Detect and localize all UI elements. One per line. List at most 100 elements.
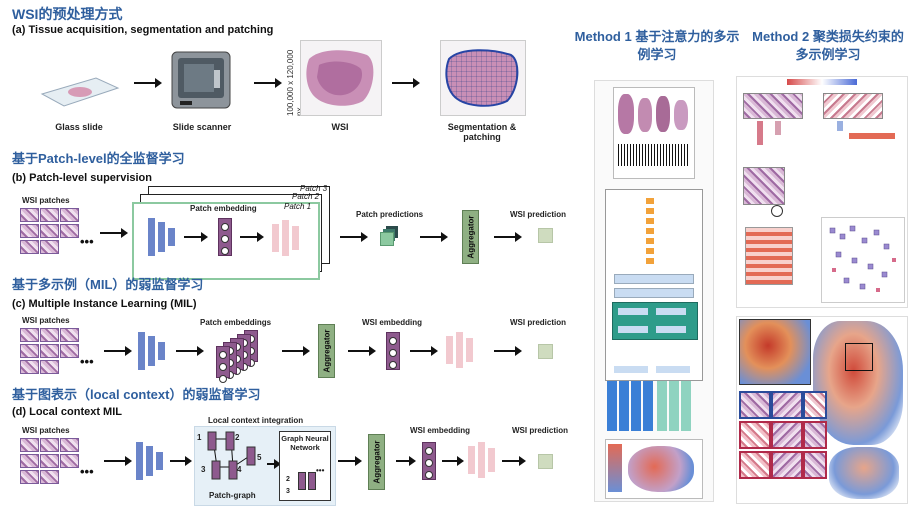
arrow-a2 <box>254 78 282 88</box>
wsi-image <box>300 40 382 116</box>
patch-embeddings-label: Patch embeddings <box>200 318 272 327</box>
patch-graph-diagram <box>207 431 256 480</box>
graph-heading: 基于图表示（local context）的弱监督学习 <box>12 387 261 402</box>
method1-figure <box>594 80 714 502</box>
ellipsis: ••• <box>316 466 325 475</box>
patch-tile <box>20 454 39 468</box>
arrow-c6 <box>494 346 522 356</box>
slide-scanner-label: Slide scanner <box>172 122 232 132</box>
d-wsi-patches-label: WSI patches <box>22 426 70 435</box>
wsi-preprocessing-heading: WSI的预处理方式 <box>12 6 123 22</box>
patch-tile <box>40 470 59 484</box>
patch-tile <box>20 470 39 484</box>
arrow-b2 <box>184 232 208 242</box>
graph-node-label: 3 <box>201 465 206 474</box>
patch-embedding-label: Patch embedding <box>190 204 257 213</box>
classifier-bar <box>488 448 495 472</box>
encoder-bar <box>136 442 143 480</box>
ellipsis: ••• <box>80 464 94 479</box>
classifier-bar <box>456 332 463 368</box>
encoder-bar <box>148 336 155 366</box>
b-wsi-prediction-box <box>538 228 553 243</box>
patch-embeddings-stack <box>216 330 276 383</box>
b-aggregator: Aggregator <box>462 210 479 264</box>
arrow-gnn <box>267 459 281 469</box>
segmentation-image <box>440 40 526 116</box>
section-c-title: (c) Multiple Instance Learning (MIL) <box>12 298 197 310</box>
patch-tile <box>40 344 59 358</box>
wsi-embedding-vector <box>422 442 436 480</box>
patch-level-heading: 基于Patch-level的全监督学习 <box>12 151 185 166</box>
patch-tile <box>40 240 59 254</box>
method1-title: Method 1 基于注意力的多示例学习 <box>574 29 740 62</box>
classifier-bar <box>292 226 299 250</box>
gnn-label: Graph Neural Network <box>281 434 329 452</box>
interpretability-heatmap <box>605 439 703 499</box>
patch-tile <box>40 438 59 452</box>
instance-clustering-scatter <box>821 217 905 303</box>
d-patch-grid: ••• <box>18 438 108 484</box>
c-wsi-prediction-label: WSI prediction <box>510 318 566 327</box>
arrow-d1 <box>104 456 132 466</box>
heatmap-panel <box>736 316 908 504</box>
gnn-box: Graph Neural Network 2 3 ••• <box>279 431 331 501</box>
classifier-bar <box>468 446 475 474</box>
classifier-bar <box>282 220 289 256</box>
patch-tile <box>40 454 59 468</box>
d-aggregator: Aggregator <box>368 434 385 490</box>
ellipsis: ••• <box>80 234 94 249</box>
local-context-label: Local context integration <box>208 416 304 425</box>
slide-thumbnails <box>613 87 695 179</box>
patch3-label: Patch 3 <box>300 184 328 193</box>
classifier-bar <box>466 338 473 362</box>
attention-network <box>605 189 703 381</box>
patch-tile <box>20 344 39 358</box>
method2-figure <box>736 76 908 308</box>
arrow-b5 <box>420 232 448 242</box>
mil-heading: 基于多示例（MIL）的弱监督学习 <box>12 277 204 292</box>
encoder-bar <box>168 228 175 246</box>
patch-tile <box>20 360 39 374</box>
b-wsi-patches-label: WSI patches <box>22 196 70 205</box>
encoder-bar <box>158 222 165 252</box>
embedding-vector <box>218 218 232 256</box>
c-patch-grid: ••• <box>18 328 108 374</box>
arrow-c3 <box>282 346 310 356</box>
slide-scanner-image <box>170 46 234 112</box>
patch-tile <box>40 328 59 342</box>
arrow-c1 <box>104 346 132 356</box>
patch-tile <box>20 208 39 222</box>
graph-node-label: 5 <box>257 453 262 462</box>
patch-tile <box>40 224 59 238</box>
graph-node-label: 4 <box>237 465 242 474</box>
graph-node-label: 1 <box>197 433 202 442</box>
d-wsi-prediction-label: WSI prediction <box>512 426 568 435</box>
gnn-node-label: 3 <box>286 488 290 495</box>
section-d-title: (d) Local context MIL <box>12 406 122 418</box>
method2-title: Method 2 聚类损失约束的多示例学习 <box>752 29 904 62</box>
patch-predictions-stack <box>380 226 400 246</box>
encoder-bar <box>158 342 165 360</box>
c-aggregator: Aggregator <box>318 324 335 378</box>
output-bars <box>605 381 701 433</box>
patch-tile <box>40 360 59 374</box>
segmentation-label: Segmentation & patching <box>447 122 517 142</box>
c-wsi-prediction-box <box>538 344 553 359</box>
arrow-d4 <box>396 456 416 466</box>
patch-tile <box>20 328 39 342</box>
encoder-bar <box>138 332 145 370</box>
patch-tile <box>60 208 79 222</box>
patch-tile <box>60 328 79 342</box>
b-wsi-prediction-label: WSI prediction <box>510 210 566 219</box>
arrow-c5 <box>410 346 438 356</box>
arrow-a1 <box>134 78 162 88</box>
arrow-a3 <box>392 78 420 88</box>
patch-tile <box>60 454 79 468</box>
patch-tile <box>60 224 79 238</box>
d-wsi-prediction-box <box>538 454 553 469</box>
arrow-d2 <box>170 456 192 466</box>
arrow-c4 <box>348 346 376 356</box>
arrow-b3 <box>240 232 264 242</box>
arrow-b4 <box>340 232 368 242</box>
patch-tile <box>60 344 79 358</box>
